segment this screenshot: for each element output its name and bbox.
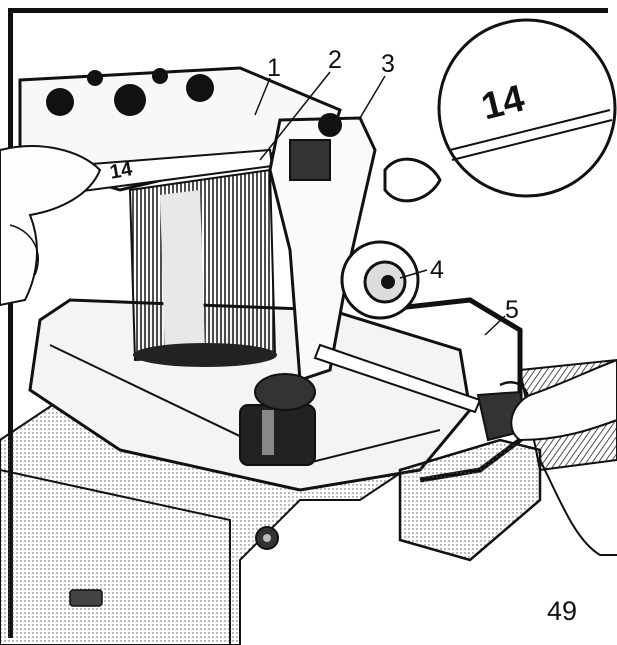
callout-3-leader: [359, 75, 386, 119]
coil-base: [133, 343, 277, 367]
page-number: 49: [547, 596, 578, 626]
coil-highlight: [160, 190, 205, 355]
callout-4: 4: [430, 256, 444, 284]
callout-4-leader: [399, 269, 428, 279]
terminal-nut: [239, 404, 316, 466]
contact-rivet-1: [46, 88, 74, 116]
contact-rivet-5: [152, 68, 168, 84]
contact-rivet-4: [87, 70, 103, 86]
bracket-stud: [318, 113, 342, 137]
callout-1-leader: [254, 77, 271, 116]
left-hand-finger: [9, 224, 39, 276]
frame-left: [8, 8, 13, 638]
base-screw-center: [263, 534, 271, 542]
callout-5-leader: [484, 315, 506, 336]
callout-3: 3: [381, 50, 395, 78]
right-hand: [510, 358, 617, 442]
screwdriver-shaft: [313, 343, 482, 414]
callout-1: 1: [267, 54, 281, 82]
feeler-gauge-label: 14: [108, 158, 134, 184]
right-hand-lower: [539, 459, 617, 556]
spring-clip: [383, 157, 442, 203]
terminal-nut-top: [254, 373, 316, 411]
left-hand: [0, 145, 102, 307]
gauge-detail-circle: [437, 18, 617, 198]
callout-2-leader: [259, 71, 331, 161]
bracket-block: [289, 139, 331, 181]
gauge-detail-line-2: [451, 119, 613, 161]
bracket: [268, 116, 377, 383]
base-slot: [69, 589, 103, 607]
callout-2: 2: [328, 46, 342, 74]
contact-rivet-3: [186, 74, 214, 102]
contact-rivet-2: [114, 84, 146, 116]
adjusting-cam-center: [381, 275, 395, 289]
gauge-detail-line: [449, 109, 611, 151]
callout-5: 5: [505, 296, 519, 324]
terminal-nut-highlight: [262, 410, 274, 455]
base-housing-front: [0, 469, 231, 645]
frame-top: [8, 8, 608, 13]
terminal-block: [398, 438, 542, 562]
